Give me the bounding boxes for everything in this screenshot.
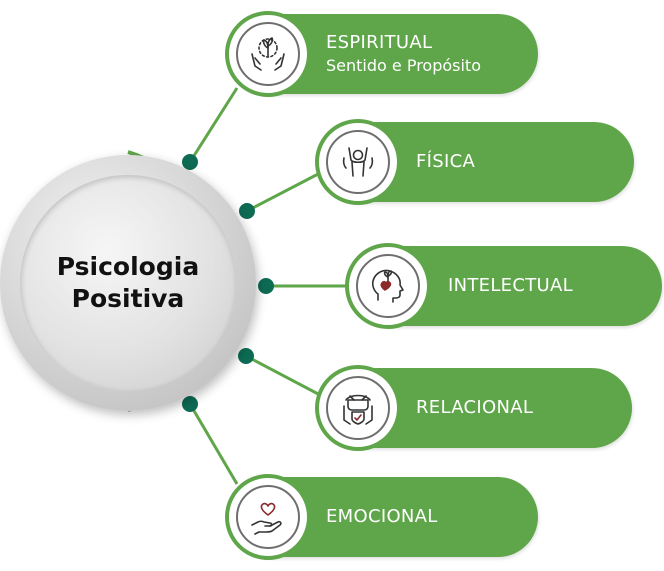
node-dot-espiritual (182, 154, 198, 170)
line-fisica (246, 170, 323, 213)
badge-espiritual (225, 11, 311, 97)
person-raising-arms-icon (342, 147, 374, 177)
line-espiritual (188, 87, 239, 163)
handshake-shield-icon (343, 394, 373, 425)
node-dot-relacional (238, 348, 254, 364)
branch-subtitle: Sentido e Propósito (326, 56, 481, 75)
hub-inner-circle: Psicologia Positiva (20, 175, 236, 391)
branch-title: FÍSICA (416, 151, 476, 172)
hands-plant-icon (251, 37, 285, 71)
line-emocional (188, 403, 239, 485)
line-relacional (245, 354, 323, 398)
badge-relacional (315, 365, 401, 451)
branch-title: RELACIONAL (416, 397, 534, 418)
hub-title: Psicologia Positiva (56, 252, 200, 313)
central-hub: Psicologia Positiva (0, 155, 256, 411)
head-plant-heart-icon (371, 269, 404, 303)
branch-title: EMOCIONAL (326, 506, 438, 527)
node-dot-emocional (182, 396, 198, 412)
badge-intelectual (345, 243, 431, 329)
node-dot-intelectual (258, 278, 274, 294)
branch-title: INTELECTUAL (448, 275, 573, 296)
branch-title: ESPIRITUAL (326, 32, 433, 53)
hand-heart-icon (251, 502, 282, 535)
badge-fisica (315, 119, 401, 205)
badge-emocional (225, 474, 311, 560)
node-dot-fisica (239, 203, 255, 219)
